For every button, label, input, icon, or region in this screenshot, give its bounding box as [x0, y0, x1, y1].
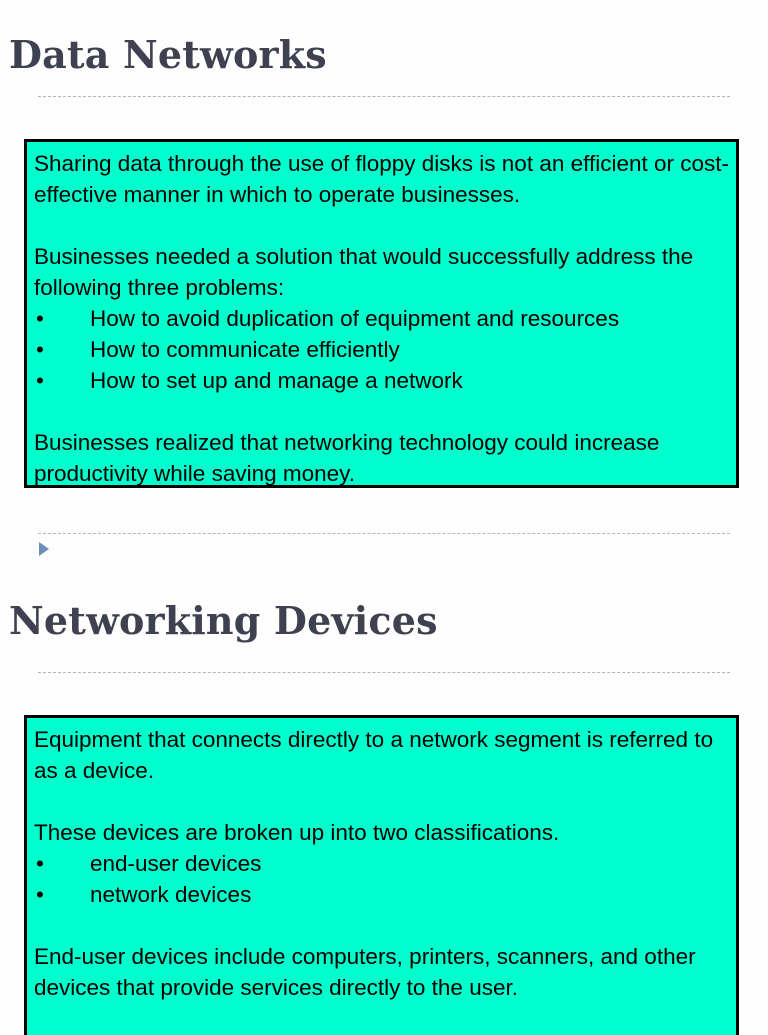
list-item-text: How to set up and manage a network [90, 368, 463, 393]
bullet-icon: • [36, 851, 44, 876]
slide-1-footer-divider [38, 533, 730, 534]
slide-1-paragraph-2: Businesses needed a solution that would … [34, 244, 694, 300]
play-arrow-icon[interactable] [39, 542, 49, 556]
list-item: • How to avoid duplication of equipment a… [34, 303, 736, 334]
slide-1-title-divider [38, 96, 730, 97]
list-item-text: end-user devices [90, 851, 262, 876]
slide-2-content-box: Equipment that connects directly to a ne… [24, 715, 739, 1035]
slide-2-paragraph-1: Equipment that connects directly to a ne… [34, 727, 714, 783]
slide-2-bullet-list: • end-user devices • network devices [34, 848, 736, 910]
slide-2-title: Networking Devices [9, 598, 438, 643]
slide-1-content-box: Sharing data through the use of floppy d… [24, 139, 739, 488]
list-item-text: network devices [90, 882, 252, 907]
list-item-text: How to avoid duplication of equipment an… [90, 306, 620, 331]
slide-1-title: Data Networks [9, 32, 327, 77]
slide-2-title-divider [38, 672, 730, 673]
bullet-icon: • [36, 337, 44, 362]
slide-1-bullet-list: • How to avoid duplication of equipment a… [34, 303, 736, 396]
bullet-icon: • [36, 306, 44, 331]
slide-1-paragraph-1: Sharing data through the use of floppy d… [34, 151, 729, 207]
list-item: • network devices [34, 879, 736, 910]
slide-2-paragraph-2: These devices are broken up into two cla… [34, 820, 560, 845]
bullet-icon: • [36, 368, 44, 393]
list-item: • How to set up and manage a network [34, 365, 736, 396]
bullet-icon: • [36, 882, 44, 907]
slide-2-closing-paragraph: End-user devices include computers, prin… [34, 944, 696, 1000]
list-item: • end-user devices [34, 848, 736, 879]
list-item-text: How to communicate efficiently [90, 337, 400, 362]
slide-1-closing-paragraph: Businesses realized that networking tech… [34, 430, 660, 486]
list-item: • How to communicate efficiently [34, 334, 736, 365]
